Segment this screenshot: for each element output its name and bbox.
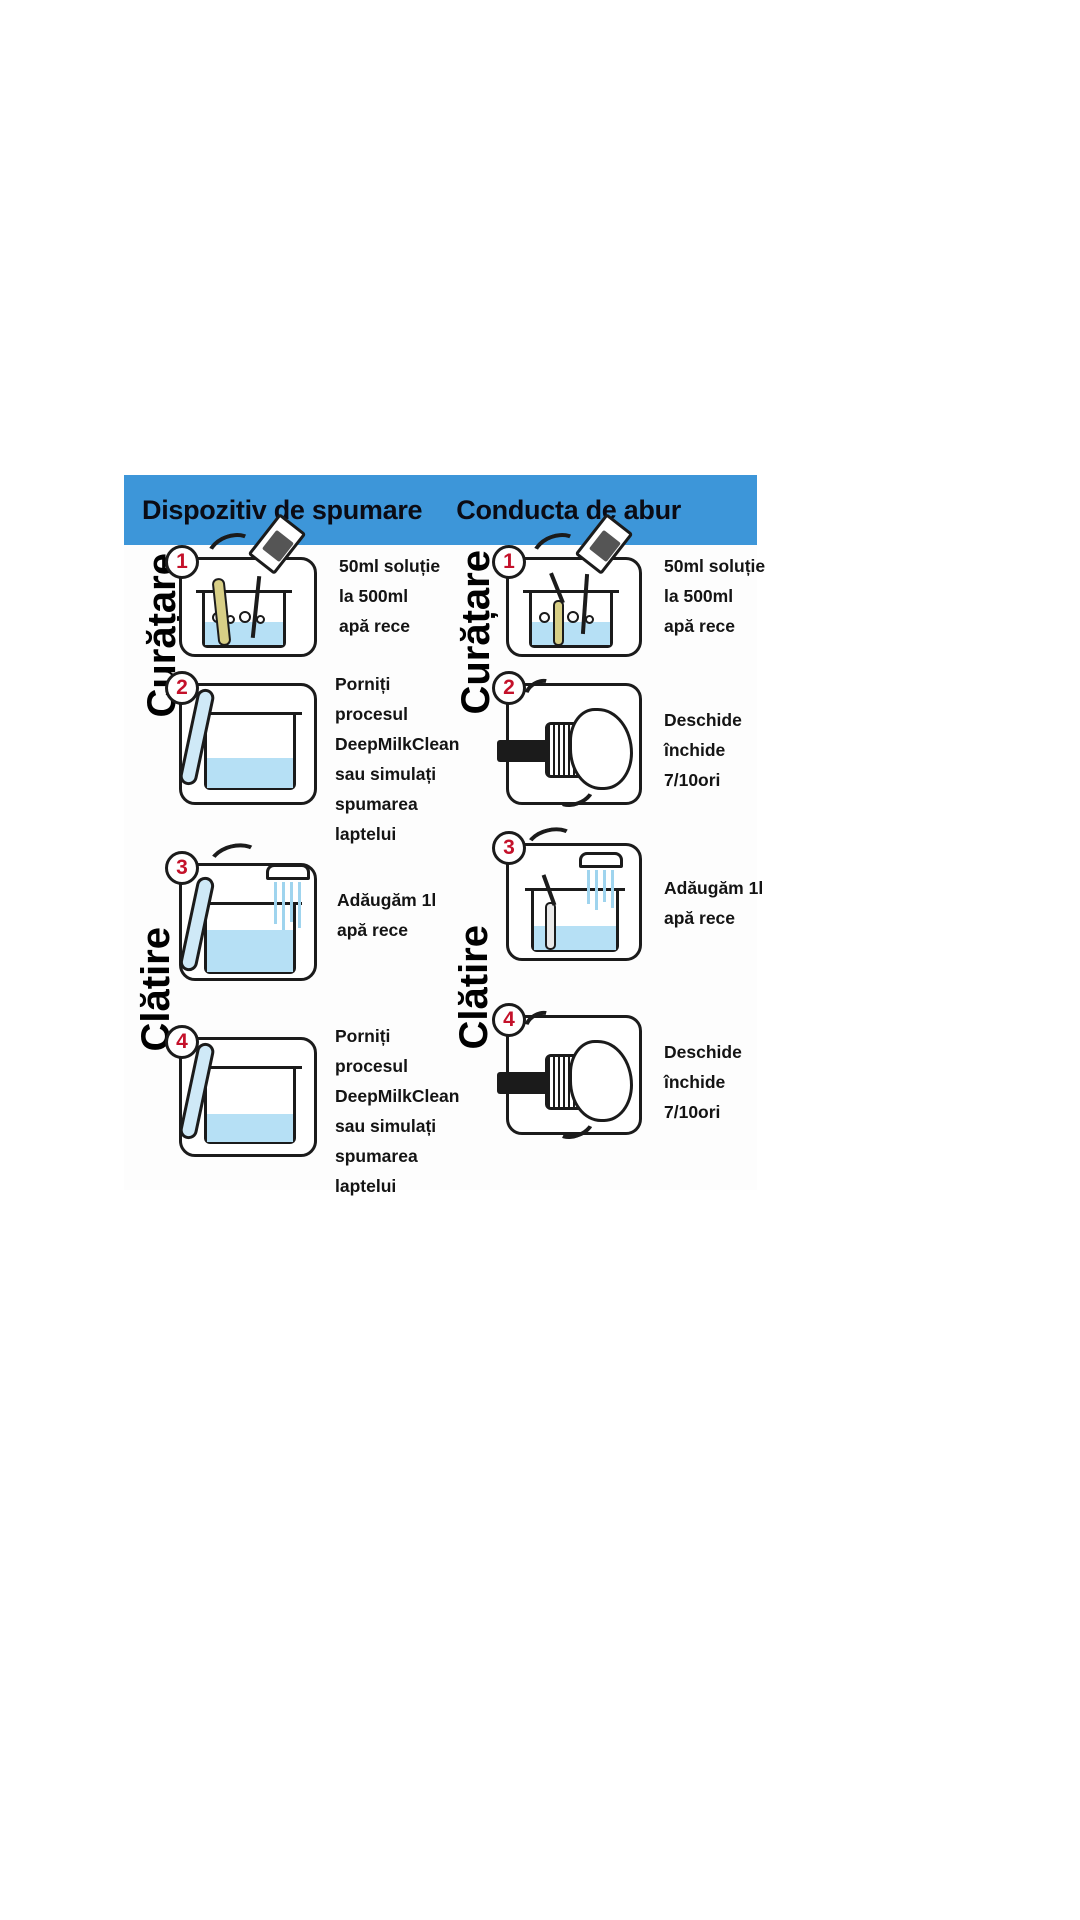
instruction-line: Adăugăm 1l — [337, 890, 437, 910]
jug-rim-icon — [198, 712, 302, 715]
step-instruction-text: Porniți procesul DeepMilkClean sau simul… — [335, 1021, 459, 1202]
steam-wand-tip-icon — [553, 600, 564, 646]
step-number-badge: 1 — [492, 545, 526, 579]
instruction-line: sau simulați — [335, 1116, 437, 1137]
step-frother-cleaning-2: 2 Porniți procesul DeepMilkClean sau sim… — [165, 671, 459, 850]
steam-pipe-icon — [497, 740, 549, 762]
water-stream-icon — [282, 882, 285, 930]
step-number-badge: 3 — [165, 851, 199, 885]
bubble-icon — [567, 611, 579, 623]
water-fill — [207, 758, 293, 788]
jug-rim-icon — [198, 902, 302, 905]
instruction-line: Deschide — [664, 1042, 742, 1062]
instruction-line: închide — [664, 740, 726, 761]
instruction-line: DeepMilkClean — [335, 1086, 460, 1107]
instruction-line: sau simulați — [335, 764, 437, 785]
illustration-hand-turn-knob: 4 — [492, 1003, 642, 1145]
faucet-icon — [266, 864, 310, 880]
bubble-icon — [239, 611, 251, 623]
step-instruction-text: Deschide închide 7/10ori — [664, 705, 742, 795]
instruction-line: procesul — [335, 1056, 408, 1077]
step-frother-cleaning-1: 1 50ml soluție — [165, 513, 440, 657]
step-steam-cleaning-2: 2 Deschide închide 7/10ori — [492, 671, 742, 813]
bubble-icon — [585, 615, 594, 624]
instruction-line: apă rece — [664, 908, 736, 929]
water-stream-icon — [603, 870, 606, 902]
bubble-icon — [256, 615, 265, 624]
jug-rim-icon — [525, 888, 625, 891]
step-instruction-text: Porniți procesul DeepMilkClean sau simul… — [335, 669, 459, 850]
section-label-rinsing-steam: Clătire — [452, 925, 496, 1050]
water-stream-icon — [298, 882, 301, 928]
instruction-line: Adăugăm 1l — [664, 878, 764, 898]
water-stream-icon — [611, 870, 614, 908]
step-instruction-text: 50ml soluție la 500ml apă rece — [664, 551, 765, 641]
hand-icon — [569, 708, 633, 790]
header-title-steam-pipe: Conducta de abur — [456, 494, 681, 525]
step-number-badge: 4 — [492, 1003, 526, 1037]
step-instruction-text: Adăugăm 1l apă rece — [337, 885, 436, 945]
instruction-line: 7/10ori — [664, 1102, 721, 1123]
instruction-line: Deschide — [664, 710, 742, 730]
jug-rim-icon — [196, 590, 292, 593]
instruction-line: la 500ml — [339, 586, 409, 607]
step-steam-cleaning-1: 1 50ml soluție la 500ml apă rece — [492, 513, 765, 657]
illustration-faucet-fill-jug: 3 — [492, 822, 642, 961]
step-number-badge: 2 — [492, 671, 526, 705]
step-frother-rinsing-4: 4 Porniți procesul DeepMilkClean sau sim… — [165, 1025, 459, 1202]
instruction-line: DeepMilkClean — [335, 734, 460, 755]
step-instruction-text: 50ml soluție la 500ml apă rece — [339, 551, 440, 641]
illustration-hand-turn-knob: 2 — [492, 671, 642, 813]
bubble-icon — [539, 612, 550, 623]
illustration-bottle-pour-jug-wand: 1 — [492, 513, 642, 657]
step-number-badge: 2 — [165, 671, 199, 705]
instruction-line: Porniți — [335, 674, 391, 694]
water-stream-icon — [587, 870, 590, 904]
instruction-line: la 500ml — [664, 586, 734, 607]
step-frother-rinsing-3: 3 Adăugăm 1l apă rece — [165, 838, 436, 981]
steam-wand-tip-icon — [545, 902, 556, 950]
section-label-cleaning-steam: Curățare — [454, 550, 498, 715]
illustration-bottle-pour-jug-tube: 1 — [165, 513, 317, 657]
cleaning-instructions-infographic: Dispozitiv de spumare Conducta de abur C… — [124, 475, 765, 1196]
illustration-tube-in-jug: 2 — [165, 671, 317, 805]
step-number-badge: 1 — [165, 545, 199, 579]
bottle-label-icon — [261, 529, 295, 563]
instruction-line: 50ml soluție — [339, 556, 441, 576]
fill-arrow-icon — [521, 822, 581, 868]
water-stream-icon — [274, 882, 277, 924]
illustration-faucet-fill-jug: 3 — [165, 838, 317, 981]
instruction-line: laptelui — [335, 1176, 397, 1197]
instruction-line: procesul — [335, 704, 408, 725]
water-fill — [207, 1114, 293, 1142]
water-stream-icon — [290, 882, 293, 922]
instruction-line: 7/10ori — [664, 770, 721, 791]
instruction-line: apă rece — [664, 616, 736, 637]
hand-icon — [569, 1040, 633, 1122]
instruction-line: spumarea — [335, 794, 418, 815]
instruction-line: laptelui — [335, 824, 397, 845]
instruction-line: spumarea — [335, 1146, 418, 1167]
instruction-line: închide — [664, 1072, 726, 1093]
step-instruction-text: Deschide închide 7/10ori — [664, 1037, 742, 1127]
step-steam-rinsing-3: 3 Adăugăm 1l apă rece — [492, 822, 763, 961]
faucet-icon — [579, 852, 623, 868]
instruction-line: apă rece — [339, 616, 411, 637]
water-stream-icon — [595, 870, 598, 910]
jug-rim-icon — [523, 590, 619, 593]
step-number-badge: 4 — [165, 1025, 199, 1059]
water-fill — [532, 622, 610, 645]
step-number-badge: 3 — [492, 831, 526, 865]
instruction-line: 50ml soluție — [664, 556, 766, 576]
jug-rim-icon — [198, 1066, 302, 1069]
bottle-label-icon — [588, 529, 622, 563]
steam-pipe-icon — [497, 1072, 549, 1094]
step-steam-rinsing-4: 4 Deschide închide 7/10ori — [492, 1003, 742, 1145]
instruction-line: Porniți — [335, 1026, 391, 1046]
water-fill — [207, 930, 293, 972]
step-instruction-text: Adăugăm 1l apă rece — [664, 873, 763, 933]
instruction-line: apă rece — [337, 920, 409, 941]
illustration-tube-in-jug: 4 — [165, 1025, 317, 1157]
header-band: Dispozitiv de spumare Conducta de abur — [124, 475, 757, 545]
